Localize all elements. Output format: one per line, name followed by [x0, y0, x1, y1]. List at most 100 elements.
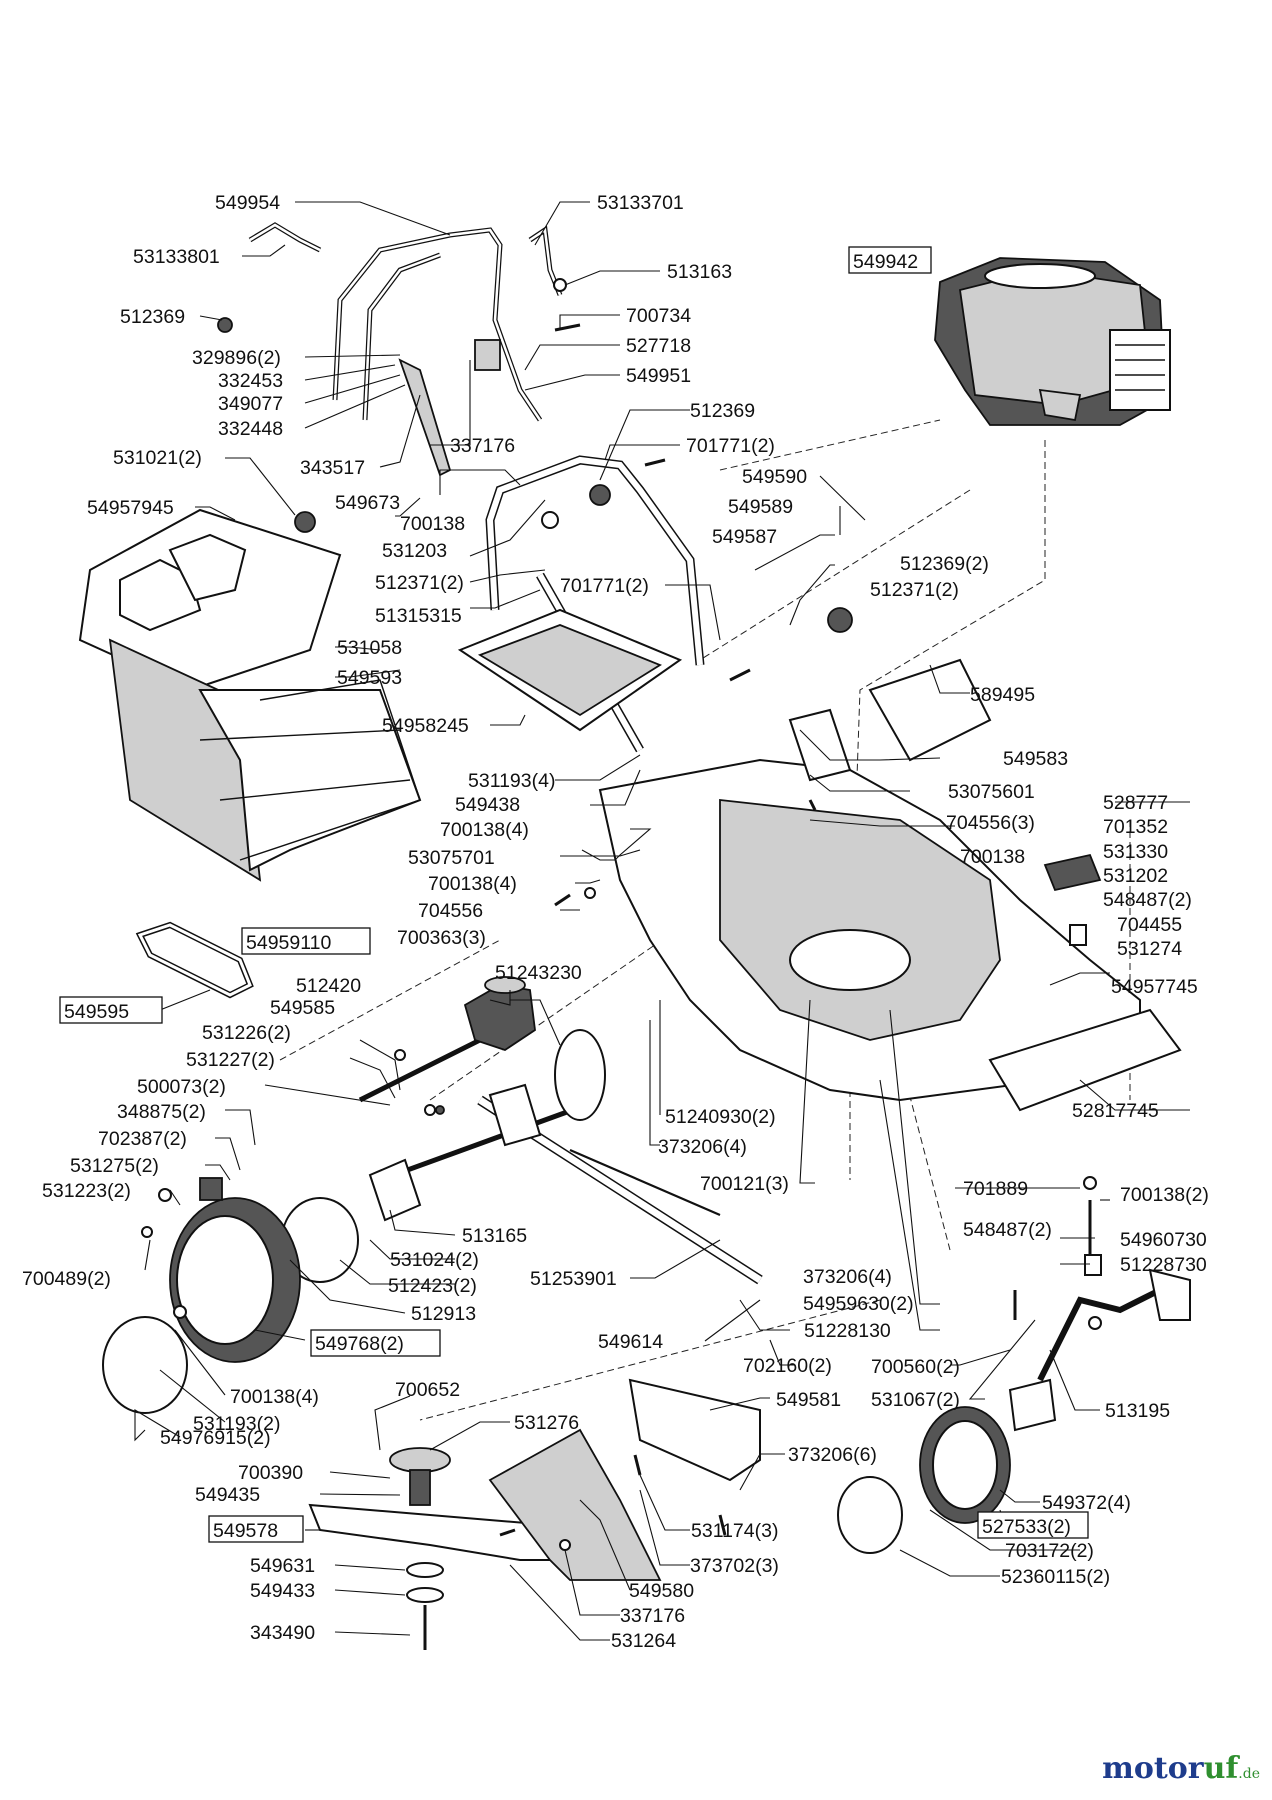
- label-373206-b: 373206(4): [803, 1266, 892, 1288]
- label-700138-e: 700138(2): [1120, 1184, 1209, 1206]
- label-700138-c: 700138: [960, 846, 1025, 868]
- label-549614: 549614: [598, 1331, 663, 1353]
- label-531275: 531275(2): [70, 1155, 159, 1177]
- label-549589: 549589: [728, 496, 793, 518]
- label-549433: 549433: [250, 1580, 315, 1602]
- label-549583: 549583: [1003, 748, 1068, 770]
- mulch-insert-illustration: [488, 1378, 761, 1581]
- label-52360115: 52360115(2): [1001, 1566, 1110, 1588]
- label-54959630: 54959630(2): [803, 1293, 914, 1315]
- label-332453: 332453: [218, 370, 283, 392]
- label-531024: 531024(2): [390, 1249, 479, 1271]
- label-54959110: 54959110: [246, 932, 331, 954]
- label-700363: 700363(3): [397, 927, 486, 949]
- part-labels: 549954 53133701 53133801 513163 549942 5…: [22, 192, 1209, 1652]
- label-531193-b: 531193(2): [193, 1413, 280, 1435]
- label-700734: 700734: [626, 305, 691, 327]
- label-500073: 500073(2): [137, 1076, 226, 1098]
- label-373206-c: 373206(6): [788, 1444, 877, 1466]
- label-701352: 701352: [1103, 816, 1168, 838]
- label-549585: 549585: [270, 997, 335, 1019]
- label-700390: 700390: [238, 1462, 303, 1484]
- label-549581: 549581: [776, 1389, 841, 1411]
- label-337176-b: 337176: [620, 1605, 685, 1627]
- label-531223: 531223(2): [42, 1180, 131, 1202]
- label-51315315: 51315315: [375, 605, 462, 627]
- grass-catcher-illustration: [78, 508, 422, 882]
- label-549951: 549951: [626, 365, 691, 387]
- label-531227: 531227(2): [186, 1049, 275, 1071]
- label-53133701: 53133701: [597, 192, 684, 214]
- label-531274: 531274: [1117, 938, 1182, 960]
- label-512369-c: 512369(2): [900, 553, 989, 575]
- rear-wheel-illustration: [102, 1177, 301, 1414]
- label-52817745: 52817745: [1072, 1100, 1159, 1122]
- label-54957745: 54957745: [1111, 976, 1198, 998]
- label-531203: 531203: [382, 540, 447, 562]
- front-wheel-illustration: [837, 1268, 1191, 1554]
- label-700560: 700560(2): [871, 1356, 960, 1378]
- label-702387: 702387(2): [98, 1128, 187, 1150]
- label-700489: 700489(2): [22, 1268, 111, 1290]
- label-53075701: 53075701: [408, 847, 495, 869]
- label-54957945: 54957945: [87, 497, 174, 519]
- label-343517: 343517: [300, 457, 365, 479]
- gearbox-illustration: [358, 976, 536, 1103]
- label-531021: 531021(2): [113, 447, 202, 469]
- label-54958245: 54958245: [382, 715, 469, 737]
- label-373702: 373702(3): [690, 1555, 779, 1577]
- label-343490: 343490: [250, 1622, 315, 1644]
- label-53133801: 53133801: [133, 246, 220, 268]
- label-53075601: 53075601: [948, 781, 1035, 803]
- label-512371: 512371(2): [375, 572, 464, 594]
- label-531193: 531193(4): [468, 770, 555, 792]
- label-boxes: [59, 246, 1089, 1543]
- label-512423: 512423(2): [388, 1275, 477, 1297]
- label-51240930: 51240930(2): [665, 1106, 776, 1128]
- label-531330: 531330: [1103, 841, 1168, 863]
- label-373206: 373206(4): [658, 1136, 747, 1158]
- label-700138-d: 700138(4): [428, 873, 517, 895]
- label-531058: 531058: [337, 637, 402, 659]
- upper-handle-illustration: [248, 222, 563, 477]
- label-702160: 702160(2): [743, 1355, 832, 1377]
- label-549587: 549587: [712, 526, 777, 548]
- label-549673: 549673: [335, 492, 400, 514]
- label-531226: 531226(2): [202, 1022, 291, 1044]
- label-704455: 704455: [1117, 914, 1182, 936]
- label-700138-b: 700138(4): [440, 819, 529, 841]
- label-700121: 700121(3): [700, 1173, 789, 1195]
- label-54976915: 54976915(2): [160, 1427, 271, 1449]
- label-332448: 332448: [218, 418, 283, 440]
- label-348875: 348875(2): [117, 1101, 206, 1123]
- label-513195: 513195: [1105, 1400, 1170, 1422]
- label-512369: 512369: [120, 306, 185, 328]
- label-549942: 549942: [853, 251, 918, 273]
- label-701771: 701771(2): [686, 435, 775, 457]
- label-531202: 531202: [1103, 865, 1168, 887]
- label-549580: 549580: [629, 1580, 694, 1602]
- label-337176: 337176: [450, 435, 515, 457]
- label-549768: 549768(2): [315, 1333, 404, 1355]
- leader-lines: [134, 201, 1190, 1641]
- watermark-accent: uf: [1203, 1751, 1239, 1786]
- fastener-illustrations: [141, 278, 1102, 1551]
- label-700652: 700652: [395, 1379, 460, 1401]
- label-512369-b: 512369: [690, 400, 755, 422]
- rear-flap-illustration: [457, 608, 683, 732]
- label-703172: 703172(2): [1005, 1540, 1094, 1562]
- label-549595: 549595: [64, 1001, 129, 1023]
- label-531067: 531067(2): [871, 1389, 960, 1411]
- label-704556: 704556(3): [946, 812, 1035, 834]
- v-belt-illustration: [135, 921, 254, 999]
- mower-deck-illustration: [598, 658, 1182, 1112]
- label-531276: 531276: [514, 1412, 579, 1434]
- label-700138-f: 700138(4): [230, 1386, 319, 1408]
- label-548487: 548487(2): [1103, 889, 1192, 911]
- label-531174: 531174(3): [691, 1520, 778, 1542]
- label-701771-b: 701771(2): [560, 575, 649, 597]
- label-527533: 527533(2): [982, 1516, 1071, 1538]
- label-704556-b: 704556: [418, 900, 483, 922]
- label-329896: 329896(2): [192, 347, 281, 369]
